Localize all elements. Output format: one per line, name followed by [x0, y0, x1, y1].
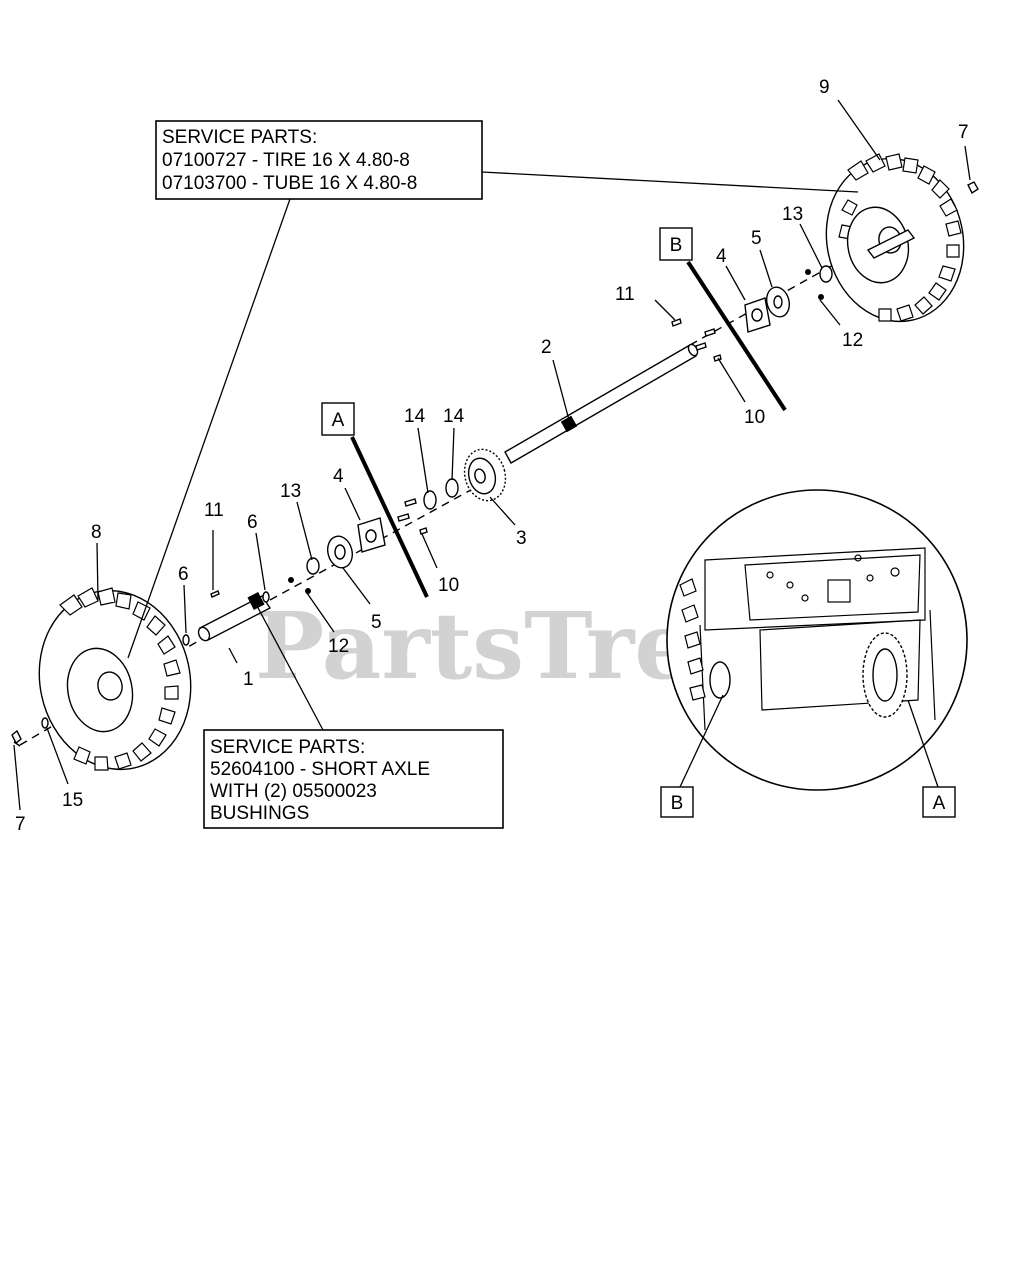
right-wheel-tread [838, 153, 962, 322]
leader-inset-a [907, 699, 939, 788]
nut-12-left-a[interactable] [288, 577, 294, 583]
clip-6-lower[interactable] [182, 634, 190, 646]
callout-11-right: 11 [615, 284, 635, 305]
view-label-a-inset: A [933, 793, 946, 814]
nut-12-left-b[interactable] [305, 588, 311, 594]
callout-7-right: 7 [958, 122, 969, 143]
callout-2: 2 [541, 337, 552, 358]
washer-14-a[interactable] [423, 490, 437, 510]
bolt-10-left-a[interactable] [397, 513, 410, 522]
service-axle-line-4: BUSHINGS [210, 803, 309, 824]
nut-12-right-b[interactable] [818, 294, 824, 300]
left-wheel-tread [59, 587, 181, 771]
inset-detail-view [666, 489, 968, 791]
callout-10-left: 10 [438, 575, 459, 596]
axis-line-right [689, 249, 861, 346]
callout-10-right: 10 [744, 407, 765, 428]
service-tire-line-1: SERVICE PARTS: [162, 127, 317, 148]
pin-7-right[interactable] [967, 181, 979, 195]
service-tire-line-3: 07103700 - TUBE 16 X 4.80-8 [162, 173, 417, 194]
left-wheel[interactable] [23, 576, 207, 783]
callout-4-left: 4 [333, 466, 344, 487]
pin-7-left[interactable] [11, 729, 22, 747]
gear[interactable] [459, 445, 511, 506]
view-box-a-inset [922, 786, 956, 818]
key-11-left[interactable] [210, 590, 220, 598]
bolt-10-right-a[interactable] [695, 342, 707, 351]
bolt-10-left-c[interactable] [419, 527, 428, 535]
view-box-b-top [659, 227, 693, 261]
callout-14-a: 14 [404, 406, 426, 427]
washer-15[interactable] [41, 717, 49, 729]
leader-tire-to-left-wheel [127, 198, 291, 659]
view-box-a-top [321, 402, 355, 436]
leader-axle-service [255, 603, 324, 731]
section-line-b [686, 260, 787, 412]
callout-8: 8 [91, 522, 102, 543]
service-parts-box-tire [155, 120, 483, 200]
leader-inset-b [679, 694, 724, 788]
callout-1: 1 [243, 669, 254, 690]
callout-13-left: 13 [280, 481, 301, 502]
leader-tire-to-right-wheel [481, 171, 859, 193]
long-axle-knurl [560, 415, 578, 433]
key-11-right[interactable] [671, 318, 682, 327]
callout-3: 3 [516, 528, 527, 549]
service-axle-line-3: WITH (2) 05500023 [210, 781, 377, 802]
callout-12-right: 12 [842, 330, 863, 351]
callout-6-upper: 6 [247, 512, 258, 533]
service-axle-line-2: 52604100 - SHORT AXLE [210, 759, 430, 780]
bushing-13-left[interactable] [306, 557, 320, 575]
view-label-a-top: A [332, 410, 345, 431]
bolt-10-right-b[interactable] [704, 328, 716, 337]
service-parts-box-axle [203, 729, 504, 829]
callout-4-right: 4 [716, 246, 727, 267]
view-box-b-inset [660, 786, 694, 818]
callout-12-left: 12 [328, 636, 349, 657]
view-label-b-top: B [670, 235, 683, 256]
short-axle[interactable] [196, 592, 272, 642]
clip-6-upper[interactable] [262, 591, 270, 603]
bolt-10-left-b[interactable] [404, 498, 417, 507]
long-axle[interactable] [504, 343, 699, 464]
callout-7-left: 7 [15, 814, 26, 835]
callout-15: 15 [62, 790, 83, 811]
nut-12-right-a[interactable] [805, 269, 811, 275]
callout-5-left: 5 [371, 612, 382, 633]
callout-14-b: 14 [443, 406, 465, 427]
callout-5-right: 5 [751, 228, 762, 249]
bushing-13-right[interactable] [819, 265, 833, 283]
washer-14-b[interactable] [445, 478, 459, 498]
callout-6-lower: 6 [178, 564, 189, 585]
left-wheel-hub [97, 671, 123, 701]
view-label-b-inset: B [671, 793, 684, 814]
section-line-a [350, 436, 429, 598]
right-wheel[interactable] [811, 146, 978, 335]
callout-11-left: 11 [204, 500, 224, 521]
callout-13-right: 13 [782, 204, 803, 225]
service-axle-line-1: SERVICE PARTS: [210, 737, 365, 758]
right-wheel-axle-stub [866, 229, 916, 259]
callout-leaders [13, 99, 971, 811]
short-axle-bushing [247, 592, 265, 610]
service-tire-line-2: 07100727 - TIRE 16 X 4.80-8 [162, 150, 410, 171]
callout-9: 9 [819, 77, 830, 98]
